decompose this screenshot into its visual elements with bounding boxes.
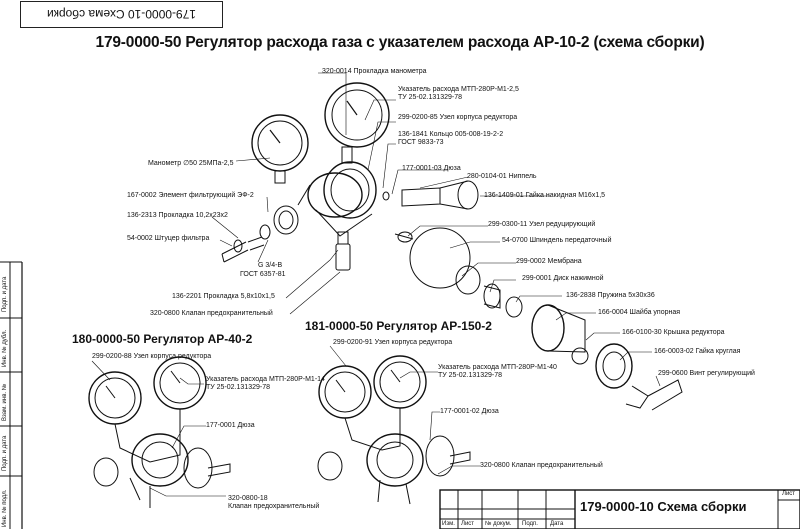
label-nozzle-03: 177-0001-03 Дюза: [402, 165, 461, 172]
outlet-parts: [382, 180, 479, 210]
label-bonnet: 166-0100-30 Крышка редуктора: [622, 329, 725, 336]
label-spring: 136-2838 Пружина 5х30х36: [566, 292, 655, 299]
label-flow-indicator-40-b: ТУ 25-02.131329-78: [438, 372, 502, 379]
label-nipple: 280-0104-01 Ниппель: [467, 173, 537, 180]
inlet-parts: [221, 205, 299, 263]
label-gauge-gasket: 320-0014 Прокладка манометра: [322, 68, 427, 75]
drawing-title: 179-0000-50 Регулятор расхода газа с ука…: [95, 34, 705, 51]
label-filter-element: 167-0002 Элемент фильтрующий ЭФ-2: [127, 192, 254, 199]
gauge-right: [324, 82, 390, 164]
label-safety-valve-ar150: 320-0800 Клапан предохранительный: [480, 462, 603, 469]
tb-col-date: Дата: [550, 521, 564, 527]
tb-col-change: Изм.: [442, 521, 455, 527]
label-body-assembly-88: 299-0200-88 Узел корпуса редуктора: [92, 353, 212, 360]
reducer-body: [297, 161, 377, 237]
label-body-assembly: 299-0200-85 Узел корпуса редуктора: [398, 114, 518, 121]
subtitle-ar40: 180-0000-50 Регулятор АР-40-2: [72, 332, 253, 346]
tb-col-sheet: Лист: [461, 521, 475, 527]
label-flow-indicator-14-b: ТУ 25-02.131329-78: [206, 384, 270, 391]
gauge-left: [251, 114, 309, 184]
label-thrust-washer: 166-0004 Шайба упорная: [598, 309, 681, 316]
label-spindle: 54-0700 Шпиндель передаточный: [502, 237, 612, 244]
label-safety-valve-18-a: 320-0800-18: [228, 495, 268, 502]
label-pressure-disc: 299-0001 Диск нажимной: [522, 275, 604, 282]
tb-col-sign: Подп.: [522, 521, 538, 527]
leader-lines: [91, 72, 661, 497]
regulator-ar40: [88, 356, 231, 508]
corner-stamp: 179-0000-10 Схема сборки: [20, 1, 223, 28]
label-reducing-unit: 299-0300-11 Узел редуцирующий: [488, 221, 596, 228]
label-manometer: Манометр ∅50 25МПа-2,5: [148, 160, 234, 167]
title-block-name: 179-0000-10 Схема сборки: [580, 499, 747, 514]
label-nozzle-02: 177-0001-02 Дюза: [440, 408, 499, 415]
label-adjusting-screw: 299-0600 Винт регулирующий: [658, 370, 755, 377]
drawing-frame: [0, 261, 800, 529]
label-thread-a: G 3/4-В: [258, 262, 283, 269]
side-repl-inv: Взам. инв. №: [2, 383, 8, 421]
label-o-ring-b: ГОСТ 9833-73: [398, 139, 444, 146]
side-dup-inv: Инв. № дубл.: [2, 329, 8, 367]
label-o-ring-a: 136-1841 Кольцо 005-008-19-2-2: [398, 131, 504, 138]
regulator-ar150: [317, 355, 471, 505]
bonnet-stack: [394, 227, 683, 411]
label-safety-valve-18-b: Клапан предохранительный: [228, 503, 320, 510]
label-gasket-5: 136-2201 Прокладка 5,8х10х1,5: [172, 293, 275, 300]
label-flow-indicator-a: Указатель расхода МТП-280Р-М1-2,5: [398, 86, 519, 93]
side-orig-inv: Инв. № подл.: [2, 489, 8, 527]
label-body-assembly-91: 299-0200-91 Узел корпуса редуктора: [333, 339, 453, 346]
safety-valve: [335, 231, 351, 271]
side-sign-date-2: Подп. и дата: [2, 435, 8, 471]
label-thread-b: ГОСТ 6357-81: [240, 271, 286, 278]
label-flow-indicator-14-a: Указатель расхода МТП-280Р-М1-14: [206, 376, 325, 383]
label-filter-fitting: 54-0002 Штуцер фильтра: [127, 235, 210, 242]
label-safety-valve: 320-0800 Клапан предохранительный: [150, 310, 273, 317]
label-flow-indicator-40-a: Указатель расхода МТП-280Р-М1-40: [438, 364, 557, 371]
title-block-sheet: Лист: [782, 491, 796, 497]
label-union-nut: 136-1409-01 Гайка накидная М16х1,5: [484, 192, 606, 199]
tb-col-doc: № докум.: [485, 521, 512, 527]
label-gasket-10: 136-2313 Прокладка 10,2х23х2: [127, 212, 228, 219]
label-flow-indicator-b: ТУ 25-02.131329-78: [398, 94, 462, 101]
side-sign-date-1: Подп. и дата: [2, 276, 8, 312]
label-nozzle: 177-0001 Дюза: [206, 422, 255, 429]
label-membrane: 299-0002 Мембрана: [516, 258, 582, 265]
label-round-nut: 166-0003-02 Гайка круглая: [654, 348, 741, 355]
subtitle-ar150: 181-0000-50 Регулятор АР-150-2: [305, 319, 492, 333]
